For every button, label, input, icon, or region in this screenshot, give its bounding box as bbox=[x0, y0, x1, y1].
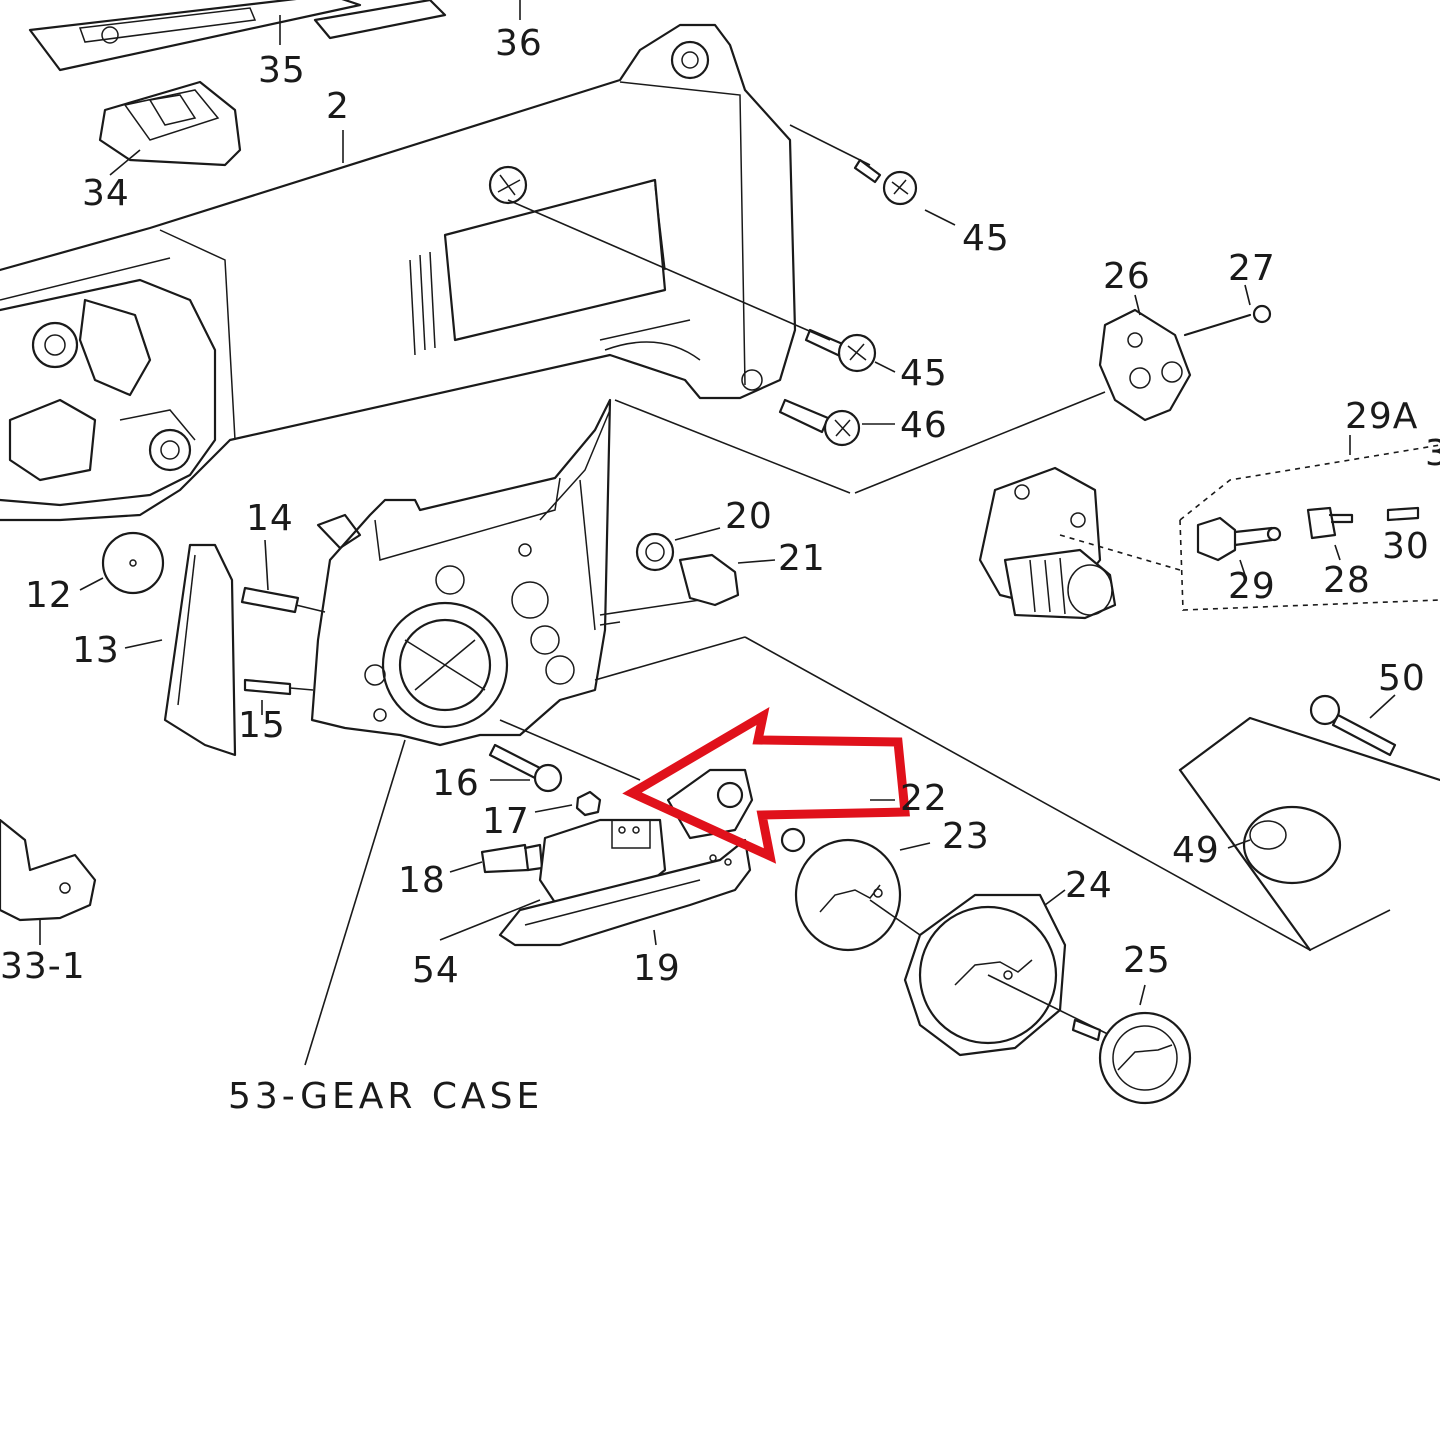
callout-45-mid: 45 bbox=[900, 353, 948, 394]
callout-29A: 29A bbox=[1345, 396, 1418, 437]
part-28-clip bbox=[1306, 506, 1354, 540]
callout-3: 3 bbox=[1425, 433, 1440, 474]
callout-18: 18 bbox=[398, 860, 446, 901]
callout-35: 35 bbox=[258, 50, 306, 91]
callout-49: 49 bbox=[1172, 830, 1220, 871]
part-46-screw bbox=[778, 398, 861, 447]
gear-case-caption: 53-GEAR CASE bbox=[228, 1076, 543, 1117]
callout-12: 12 bbox=[25, 575, 73, 616]
callout-45-top: 45 bbox=[962, 218, 1010, 259]
callout-19: 19 bbox=[633, 948, 681, 989]
part-motor bbox=[978, 466, 1117, 620]
callout-50: 50 bbox=[1378, 658, 1426, 699]
part-45-screw-top bbox=[853, 158, 918, 206]
callout-26: 26 bbox=[1103, 256, 1151, 297]
part-14-pin bbox=[240, 586, 300, 614]
callout-20: 20 bbox=[725, 496, 773, 537]
callout-15: 15 bbox=[238, 705, 286, 746]
callout-33-1: 33-1 bbox=[0, 946, 86, 987]
part-20-bushing bbox=[635, 532, 675, 572]
callout-27: 27 bbox=[1228, 248, 1276, 289]
part-15-pin bbox=[243, 678, 292, 696]
part-18-bulb bbox=[480, 843, 544, 874]
callout-46: 46 bbox=[900, 405, 948, 446]
part-53-gear-case bbox=[310, 398, 621, 747]
callout-24: 24 bbox=[1065, 865, 1113, 906]
part-33-1-bracket bbox=[0, 818, 97, 922]
highlight-arrow bbox=[622, 706, 910, 864]
part-45-screw-mid bbox=[804, 328, 877, 373]
part-26-bracket bbox=[1098, 308, 1192, 422]
callout-54: 54 bbox=[412, 950, 460, 991]
part-24-frame bbox=[903, 893, 1067, 1057]
part-27-screw bbox=[1183, 304, 1272, 337]
part-16-screw bbox=[488, 743, 563, 793]
part-49-plate bbox=[1178, 716, 1440, 952]
callout-30: 30 bbox=[1382, 526, 1430, 567]
part-17-nut bbox=[575, 790, 602, 817]
callout-36: 36 bbox=[495, 23, 543, 64]
callout-14: 14 bbox=[246, 498, 294, 539]
callout-28: 28 bbox=[1323, 560, 1371, 601]
callout-16: 16 bbox=[432, 763, 480, 804]
callout-29: 29 bbox=[1228, 566, 1276, 607]
callout-25: 25 bbox=[1123, 940, 1171, 981]
part-34-switch bbox=[98, 80, 242, 167]
part-23-lens bbox=[794, 838, 902, 952]
part-29-nut bbox=[1196, 516, 1282, 562]
part-25-knob bbox=[1071, 1011, 1192, 1105]
part-50-screw bbox=[1309, 694, 1397, 757]
callout-22: 22 bbox=[900, 778, 948, 819]
part-35-nameplate bbox=[28, 0, 362, 72]
part-19-socket bbox=[498, 818, 752, 947]
callout-2: 2 bbox=[326, 86, 350, 127]
callout-21: 21 bbox=[778, 538, 826, 579]
callout-34: 34 bbox=[82, 173, 130, 214]
part-12-disc bbox=[101, 531, 165, 595]
part-21-cap bbox=[678, 553, 740, 607]
part-36-plate bbox=[313, 0, 447, 40]
part-13-cover-strip bbox=[163, 543, 237, 757]
callout-17: 17 bbox=[482, 801, 530, 842]
callout-13: 13 bbox=[72, 630, 120, 671]
part-2-arm-casing bbox=[0, 23, 797, 522]
part-30-part bbox=[1386, 506, 1420, 522]
callout-23: 23 bbox=[942, 816, 990, 857]
